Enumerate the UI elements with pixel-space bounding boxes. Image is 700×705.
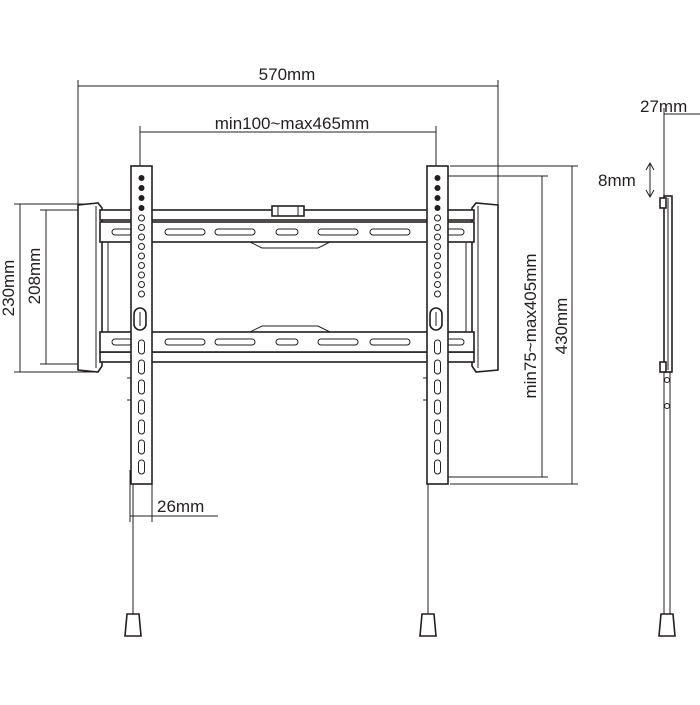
arm-hole [138,262,145,269]
arm-hole [434,214,441,222]
arm-hole [434,252,441,260]
inner-height-dimension: 208mm [25,209,95,365]
arm-slot [434,439,441,455]
tilt-gap-label: 8mm [598,171,636,190]
arm-slot [138,379,145,395]
arm-slot [138,439,145,455]
overall-width-dimension: 570mm [77,65,499,205]
arm-slot [138,339,145,355]
outer-height-label: 230mm [0,260,18,317]
arm-hole-filled [434,205,441,211]
right-arm-holes [434,175,441,475]
depth-label: 27mm [640,97,687,116]
arm-hole [138,271,145,279]
right-vertical-arm [419,165,449,637]
arm-width-label: 26mm [157,497,204,516]
arm-hole [138,252,145,260]
inner-height-label: 208mm [25,248,44,305]
arm-hole [138,214,145,222]
arm-hole-filled [434,195,441,201]
arm-hole [138,233,145,241]
arm-hole-filled [434,175,441,181]
arm-height-label: 430mm [552,298,571,355]
arm-hole [138,243,145,250]
arm-slot [434,459,441,475]
left-vertical-arm [124,165,153,637]
arm-slot [434,359,441,375]
arm-hole [434,262,441,269]
vesa-vertical-label: min75~max405mm [521,253,540,398]
arm-hole-filled [138,205,145,211]
overall-width-label: 570mm [259,65,316,84]
arm-hole-filled [138,185,145,191]
arm-hole [138,281,145,288]
side-view: 27mm 8mm [598,97,700,637]
arm-hole [434,290,441,298]
arm-slot [138,419,145,435]
arm-slot [138,459,145,475]
arm-hole [138,290,145,298]
arm-hole [434,233,441,241]
arm-hole [434,281,441,288]
bottom-rail-slots [111,338,465,346]
arm-hole-filled [434,185,441,191]
wall-plate [77,202,499,373]
arm-slot [138,399,145,415]
arm-slot [434,339,441,355]
arm-hole [138,224,145,231]
arm-slot [434,399,441,415]
arm-width-dimension: 26mm [129,470,218,522]
arm-slot [434,379,441,395]
arm-hole-filled [138,195,145,201]
vesa-vertical-dimension: min75~max405mm [438,175,548,478]
left-arm-holes [138,175,145,475]
top-rail-slots [111,228,465,236]
arm-hole-filled [138,175,145,181]
arm-hole [434,271,441,279]
arm-height-dimension: 430mm [450,165,578,485]
vesa-horizontal-label: min100~max465mm [215,114,370,133]
vesa-horizontal-dimension: min100~max465mm [139,114,437,170]
arm-hole [434,224,441,231]
arm-slot [138,359,145,375]
arm-slot [434,419,441,435]
arm-hole [434,243,441,250]
